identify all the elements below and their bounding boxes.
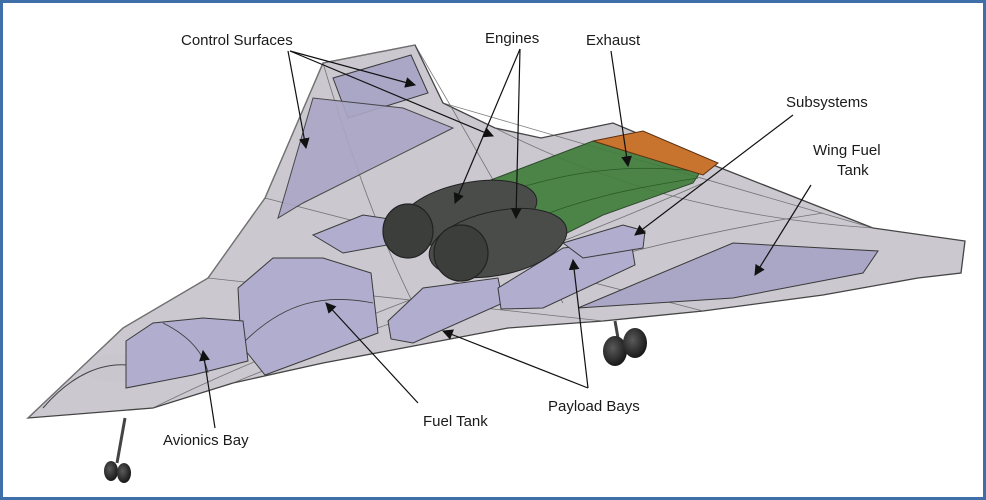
leading-edge — [27, 44, 416, 419]
landing-gear — [104, 320, 647, 483]
nose-line — [42, 364, 129, 409]
payload-bay-right — [497, 240, 636, 310]
nose-wheel-left — [104, 461, 118, 481]
control-surfaces — [277, 54, 879, 309]
arrow-control-surfaces-2 — [289, 50, 417, 88]
engine-right-intake — [433, 224, 489, 282]
internal-bays — [125, 214, 646, 389]
arrow-exhaust — [610, 50, 632, 168]
arrow-fuel-tank — [325, 302, 419, 404]
callout-arrows — [199, 48, 812, 429]
callout-labels: Control Surfaces Engines Exhaust Subsyst… — [163, 30, 881, 449]
arrow-payload-bays-1 — [441, 329, 589, 389]
main-wheel-left — [603, 336, 627, 366]
label-payload-bays: Payload Bays — [548, 398, 640, 415]
subsystem-block-right — [561, 224, 646, 259]
engines — [382, 179, 568, 282]
main-gear-strut — [613, 320, 620, 339]
fuel-tank-block — [237, 257, 379, 376]
fuel-tank-contour — [242, 298, 374, 344]
label-wing-fuel-line1: Wing Fuel — [813, 142, 881, 159]
arrow-control-surfaces-1 — [287, 50, 310, 150]
nose-wheel-right — [117, 463, 131, 483]
arrow-payload-bays-2 — [568, 258, 589, 389]
aircraft-diagram: Control Surfaces Engines Exhaust Subsyst… — [26, 30, 966, 483]
arrow-control-surfaces-3 — [289, 50, 494, 138]
label-engines: Engines — [485, 30, 539, 47]
left-control-surface — [277, 97, 455, 220]
engine-left-intake — [382, 203, 434, 259]
label-exhaust: Exhaust — [586, 32, 641, 49]
wing-control-surface — [577, 242, 879, 309]
label-wing-fuel-line2: Tank — [837, 162, 869, 179]
avionics-bay-block — [125, 317, 249, 389]
arrow-engines-2 — [510, 48, 522, 220]
main-wheel-right — [623, 328, 647, 358]
arrow-wing-fuel-tank — [754, 184, 812, 276]
label-subsystems: Subsystems — [786, 94, 868, 111]
label-fuel-tank: Fuel Tank — [423, 413, 488, 430]
avionics-bay-contour — [162, 322, 209, 374]
arrow-engines-1 — [453, 48, 521, 204]
label-avionics-bay: Avionics Bay — [163, 432, 249, 449]
arrow-avionics-bay — [199, 349, 216, 429]
label-control-surfaces: Control Surfaces — [181, 32, 293, 49]
nose-gear-strut — [115, 417, 127, 464]
arrow-subsystems — [634, 114, 794, 236]
